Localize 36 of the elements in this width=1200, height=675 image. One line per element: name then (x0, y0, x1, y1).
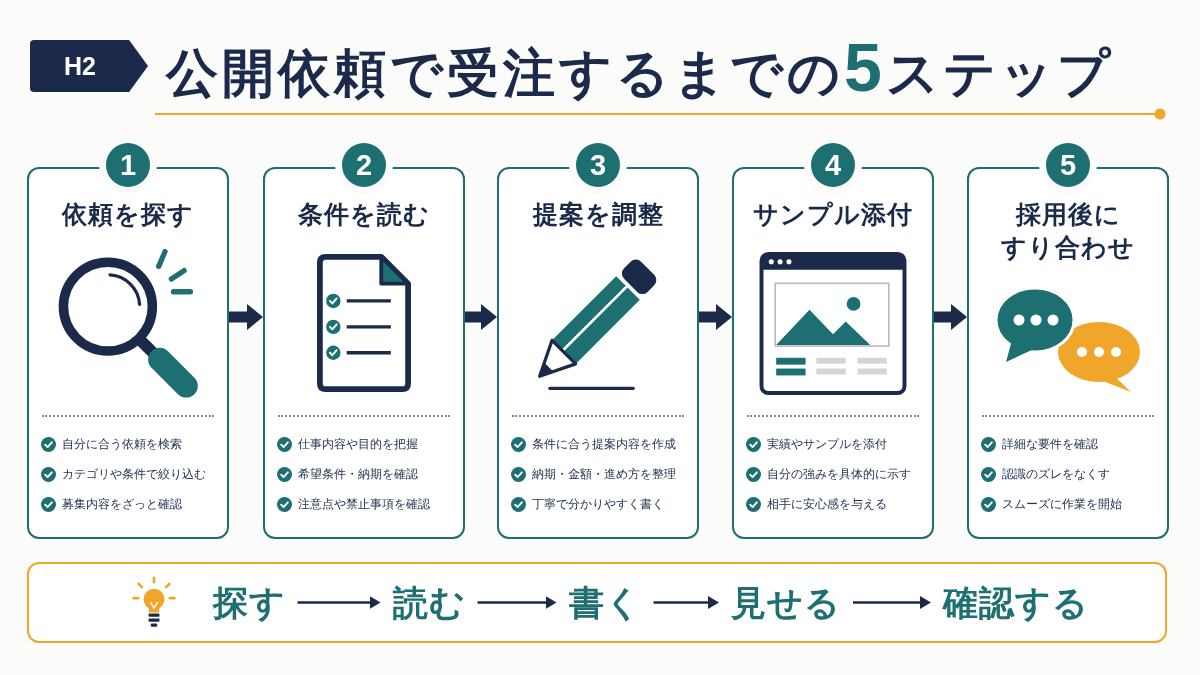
heading-tag: H2 (30, 40, 148, 92)
flow-keyword: 確認する (931, 581, 1101, 624)
arrow (699, 304, 732, 330)
summary-bar (27, 562, 1167, 643)
checklist-item-text: 仕事内容や目的を把握 (298, 436, 418, 453)
arrow (477, 596, 557, 609)
flow-keyword: 見せる (719, 581, 853, 624)
checklist-item-text: 納期・金額・進め方を整理 (532, 466, 676, 483)
step-title: サンプル添付 (753, 199, 913, 231)
arrow (297, 596, 381, 609)
arrow (934, 304, 967, 330)
checklist-item-text: スムーズに作業を開始 (1002, 496, 1122, 513)
flow-keyword: 読む (380, 581, 478, 624)
checklist-item-text: 注意点や禁止事項を確認 (298, 496, 430, 513)
page-title: 公開依頼で受注するまでの5ステップ (166, 34, 1114, 106)
checklist-item-text: 丁寧で分かりやすく書く (532, 496, 664, 513)
step-title: 依頼を探す (62, 199, 194, 231)
checklist-item-text: 希望条件・納期を確認 (298, 466, 418, 483)
flow-keyword: 書く (556, 581, 654, 624)
flow-keyword: 探す (200, 581, 298, 624)
checklist-item-text: 自分の強みを具体的に示す (767, 466, 911, 483)
checklist-item-text: 条件に合う提案内容を作成 (532, 436, 676, 453)
step-title: 提案を調整 (532, 199, 664, 231)
arrow (465, 304, 497, 330)
checklist-item-text: 実績やサンプルを添付 (767, 436, 887, 453)
checklist-item-text: 相手に安心感を与える (767, 496, 887, 513)
checklist-item-text: 認識のズレをなくす (1002, 466, 1110, 483)
checklist-item-text: 自分に合う依頼を検索 (62, 436, 182, 453)
checklist-item-text: 募集内容をざっと確認 (62, 496, 182, 513)
step-title: 条件を読む (298, 199, 430, 231)
step-title: 採用後にすり合わせ (1000, 199, 1136, 264)
arrow (653, 596, 719, 609)
checklist-item-text: 詳細な要件を確認 (1002, 436, 1098, 453)
arrow (853, 596, 931, 609)
checklist-item-text: カテゴリや条件で絞り込む (62, 466, 206, 483)
arrow (229, 304, 263, 330)
